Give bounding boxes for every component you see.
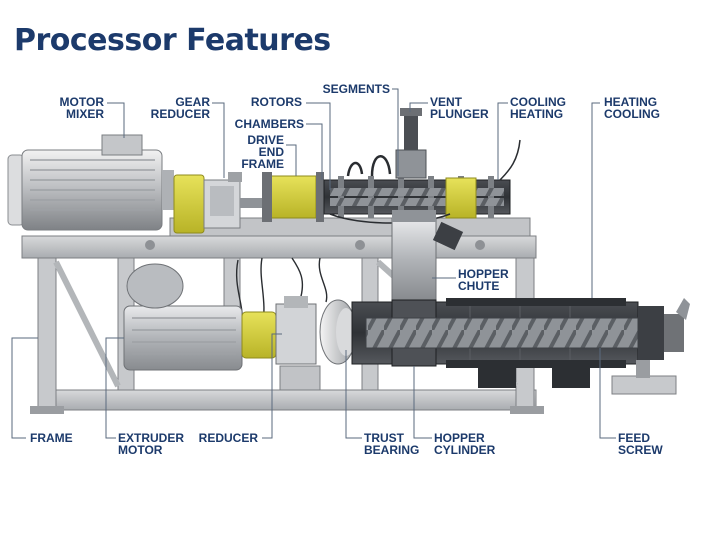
extruder-coupling [241, 311, 277, 359]
mixer-chambers [323, 176, 511, 218]
leader-cooling-heating [497, 102, 508, 180]
label-trust-bearing: TRUST BEARING [364, 431, 420, 457]
mixer-motor [7, 134, 174, 231]
barrel-supports [478, 360, 677, 395]
frame-brace [53, 260, 121, 388]
label-heating-cooling: HEATING COOLING [604, 95, 660, 121]
leader-motor-mixer [107, 102, 125, 138]
leader-rotors [306, 102, 331, 190]
cooling-lines [329, 139, 521, 224]
frame-bottom-beam [37, 389, 537, 411]
frame-bolt [475, 240, 485, 250]
leader-chambers [306, 123, 323, 180]
mixer-rotors [330, 188, 504, 206]
frame-bolt [355, 240, 365, 250]
label-drive-end-frame: DRIVE END FRAME [241, 133, 284, 171]
leader-drive-end-frame [286, 144, 297, 176]
label-segments: SEGMENTS [322, 82, 390, 96]
leader-segments [392, 88, 399, 176]
frame-bolt [145, 240, 155, 250]
mixer-coupling [173, 174, 205, 234]
extruder-motor [123, 263, 243, 371]
label-hopper-cylinder: HOPPER CYLINDER [434, 431, 496, 457]
frame-foot [30, 406, 64, 414]
page-title: Processor Features [14, 23, 331, 58]
label-chambers: CHAMBERS [234, 117, 304, 131]
frame-leg [37, 257, 57, 411]
drive-end-frame [262, 172, 324, 222]
mixer-segments [346, 155, 392, 177]
label-gear-reducer: GEAR REDUCER [150, 95, 210, 121]
vent-plunger [395, 108, 427, 179]
label-reducer: REDUCER [198, 431, 258, 445]
hopper-chute [391, 210, 464, 301]
label-feed-screw: FEED SCREW [618, 431, 663, 457]
leader-gear-reducer [212, 102, 225, 178]
leader-heating-cooling [591, 102, 600, 298]
feed-screw [365, 317, 639, 349]
leader-vent-plunger [409, 102, 428, 112]
label-frame: FRAME [30, 431, 73, 445]
label-extruder-motor: EXTRUDER MOTOR [118, 431, 185, 457]
trust-bearing [319, 299, 357, 365]
leader-hopper-cylinder [413, 366, 432, 439]
leader-lines [11, 88, 616, 439]
leader-frame [11, 337, 38, 439]
label-cooling-heating: COOLING HEATING [510, 95, 566, 121]
label-hopper-chute: HOPPER CHUTE [458, 267, 509, 293]
reducer [275, 296, 321, 391]
drive-shaft [240, 198, 270, 208]
leader-reducer [262, 333, 282, 439]
leader-trust-bearing [345, 350, 362, 439]
label-vent-plunger: VENT PLUNGER [430, 95, 489, 121]
frame-foot [510, 406, 544, 414]
label-rotors: ROTORS [250, 95, 302, 109]
end-coupling [445, 177, 477, 219]
gear-reducer [203, 172, 242, 229]
leader-extruder-motor [105, 337, 124, 439]
hydraulic-lines [236, 257, 328, 331]
label-motor-mixer: MOTOR MIXER [59, 95, 104, 121]
leader-feed-screw [599, 348, 616, 439]
die-end [638, 298, 690, 360]
